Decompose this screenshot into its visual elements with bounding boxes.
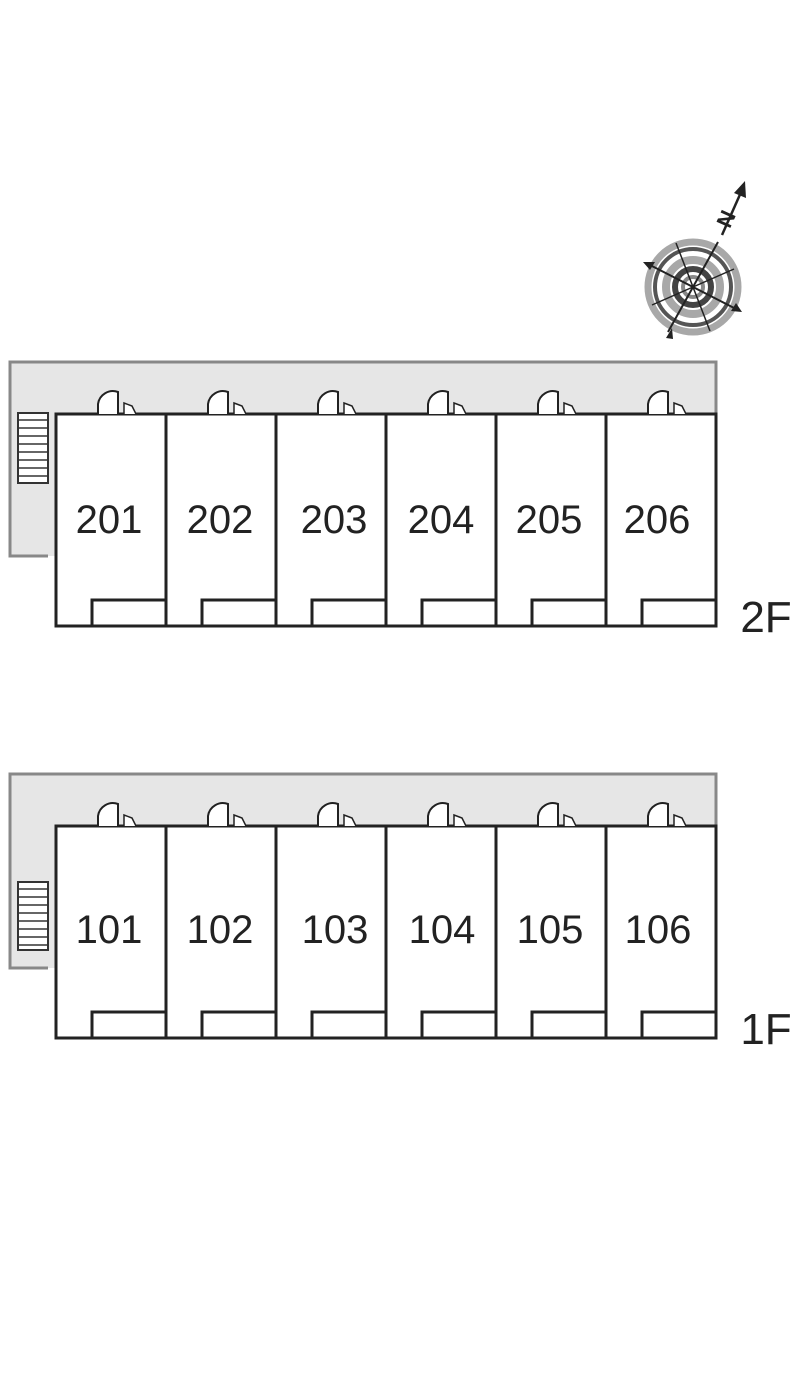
unit-201[interactable]: 201 — [54, 390, 168, 628]
door-icon — [207, 390, 247, 415]
unit-202[interactable]: 202 — [164, 390, 278, 628]
door-icon — [427, 390, 467, 415]
compass-rose-icon — [643, 238, 742, 339]
door-icon — [647, 802, 687, 827]
door-icon — [317, 390, 357, 415]
unit-number: 203 — [301, 498, 368, 542]
unit-102[interactable]: 102 — [164, 802, 278, 1040]
stair-icon — [17, 881, 49, 951]
door-icon — [537, 390, 577, 415]
door-icon — [97, 390, 137, 415]
unit-number: 202 — [187, 498, 254, 542]
unit-number: 106 — [625, 908, 692, 952]
stair-icon — [17, 412, 49, 484]
unit-205[interactable]: 205 — [494, 390, 608, 628]
unit-number: 205 — [516, 498, 583, 542]
unit-104[interactable]: 104 — [384, 802, 498, 1040]
unit-101[interactable]: 101 — [54, 802, 168, 1040]
floor-1f: 101 102 103 — [8, 772, 792, 1054]
unit-106[interactable]: 106 — [604, 802, 718, 1040]
door-icon — [207, 802, 247, 827]
door-icon — [317, 802, 357, 827]
unit-number: 104 — [409, 908, 476, 952]
door-icon — [97, 802, 137, 827]
unit-number: 105 — [517, 908, 584, 952]
door-icon — [427, 802, 467, 827]
unit-103[interactable]: 103 — [274, 802, 388, 1040]
unit-number: 206 — [624, 498, 691, 542]
door-icon — [647, 390, 687, 415]
unit-number: 102 — [187, 908, 254, 952]
unit-number: 103 — [302, 908, 369, 952]
unit-203[interactable]: 203 — [274, 390, 388, 628]
unit-206[interactable]: 206 — [604, 390, 718, 628]
north-letter: N — [711, 207, 740, 232]
compass: N — [643, 181, 746, 339]
floor-label: 1F — [740, 1005, 791, 1054]
floor-2f: 201 202 203 — [8, 360, 792, 642]
door-icon — [537, 802, 577, 827]
corridor-outline — [8, 772, 718, 970]
unit-105[interactable]: 105 — [494, 802, 608, 1040]
unit-204[interactable]: 204 — [384, 390, 498, 628]
floor-label: 2F — [740, 593, 791, 642]
north-arrow-icon — [720, 181, 746, 236]
unit-number: 204 — [408, 498, 475, 542]
unit-number: 101 — [76, 908, 143, 952]
corridor-outline — [8, 360, 718, 558]
unit-number: 201 — [76, 498, 143, 542]
